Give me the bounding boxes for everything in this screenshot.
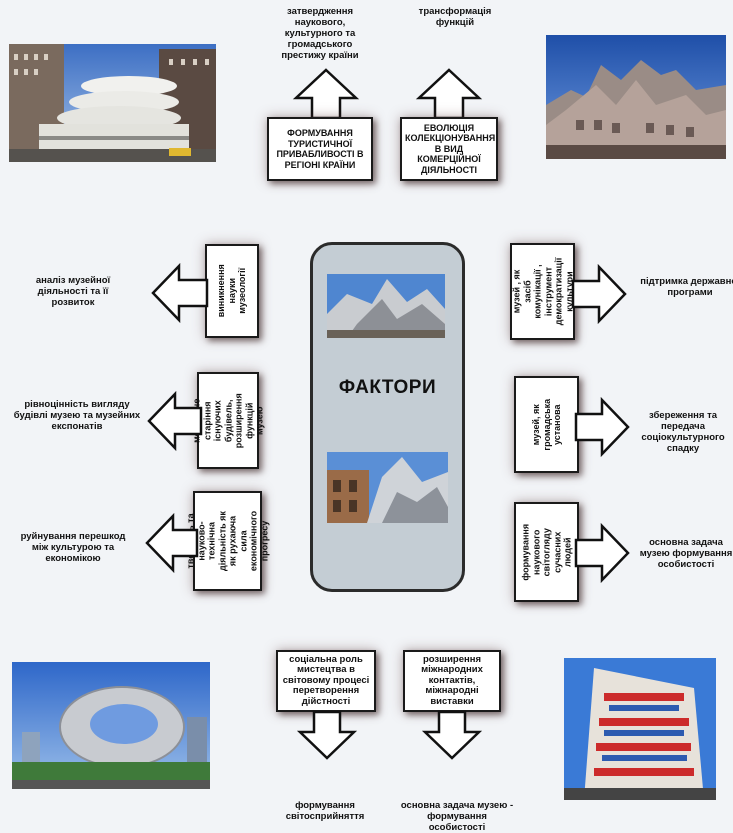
arrow-left-1-icon bbox=[151, 262, 209, 324]
right-factor-text-2: музей, як громадська установа bbox=[530, 398, 562, 451]
museum-crystal-photo-top bbox=[327, 274, 445, 338]
right-result-3: основна задача музею формування особисто… bbox=[639, 537, 733, 570]
bottom-right-factor-box: розширення міжнародних контактів, міжнар… bbox=[403, 650, 501, 712]
right-factor-box-1: музей , як засіб комунікації , інструмен… bbox=[510, 243, 575, 340]
right-factor-box-2: музей, як громадська установа bbox=[514, 376, 579, 473]
arrow-up-right-icon bbox=[415, 68, 483, 120]
left-result-3: руйнування перешкод між культурою та еко… bbox=[20, 531, 126, 564]
arrow-right-1-icon bbox=[571, 263, 627, 325]
arrow-left-3-icon bbox=[145, 512, 199, 574]
left-result-1: аналіз музейної діяльності та її розвито… bbox=[35, 275, 111, 308]
bottom-right-result: основна задача музею - формування особис… bbox=[400, 800, 514, 833]
left-factor-box-3: творчість та науково-технічна діяльність… bbox=[186, 491, 269, 591]
right-factor-box-3: формування наукового світогляду сучасних… bbox=[514, 502, 579, 602]
bottom-left-result: формування світосприйняття bbox=[285, 800, 365, 822]
left-factor-text-1: виникнення науки музеології bbox=[216, 264, 248, 318]
arrow-up-left-icon bbox=[292, 68, 360, 120]
arrow-down-left-icon bbox=[296, 710, 358, 760]
museum-of-future-photo bbox=[12, 662, 210, 789]
top-right-factor-box: ЕВОЛЮЦІЯ КОЛЕКЦІОНУВАННЯ В ВИД КОМЕРЦІЙН… bbox=[400, 117, 498, 181]
top-left-factor-box: ФОРМУВАННЯ ТУРИСТИЧНОЇ ПРИВАБЛИВОСТІ В Р… bbox=[267, 117, 373, 181]
left-factor-box-1: виникнення науки музеології bbox=[205, 244, 259, 338]
arrow-down-right-icon bbox=[421, 710, 483, 760]
arrow-right-3-icon bbox=[574, 522, 630, 584]
left-result-2: рівноцінність вигляду будівлі музею та м… bbox=[13, 399, 141, 432]
museum-crystal-photo-bottom bbox=[327, 452, 448, 523]
bottom-left-factor-box: соціальна роль мистецтва в світовому про… bbox=[276, 650, 376, 712]
arrow-left-2-icon bbox=[147, 390, 203, 452]
colorful-facade-building-photo bbox=[564, 658, 716, 800]
top-right-result: трансформація функцій bbox=[418, 6, 492, 28]
guggenheim-photo bbox=[9, 44, 216, 162]
arrow-right-2-icon bbox=[574, 396, 630, 458]
left-factor-box-2: моральне старіння існуючих будівель, роз… bbox=[191, 372, 264, 469]
top-left-factor-text: ФОРМУВАННЯ ТУРИСТИЧНОЇ ПРИВАБЛИВОСТІ В Р… bbox=[276, 128, 364, 170]
right-result-2: збереження та передача соціокультурного … bbox=[641, 410, 725, 454]
top-left-result: затвердження наукового, культурного та г… bbox=[281, 6, 359, 61]
bottom-left-factor-text: соціальна роль мистецтва в світовому про… bbox=[282, 653, 370, 707]
right-result-1: підтримка державної програми bbox=[640, 276, 733, 298]
dancing-metal-building-photo bbox=[546, 35, 726, 159]
top-right-factor-text: ЕВОЛЮЦІЯ КОЛЕКЦІОНУВАННЯ В ВИД КОМЕРЦІЙН… bbox=[405, 122, 496, 175]
right-factor-text-1: музей , як засіб комунікації , інструмен… bbox=[511, 257, 574, 326]
right-factor-text-3: формування наукового світогляду сучасних… bbox=[520, 523, 573, 581]
factors-title: ФАКТОРИ bbox=[338, 377, 437, 398]
bottom-right-factor-text: розширення міжнародних контактів, міжнар… bbox=[421, 653, 483, 707]
